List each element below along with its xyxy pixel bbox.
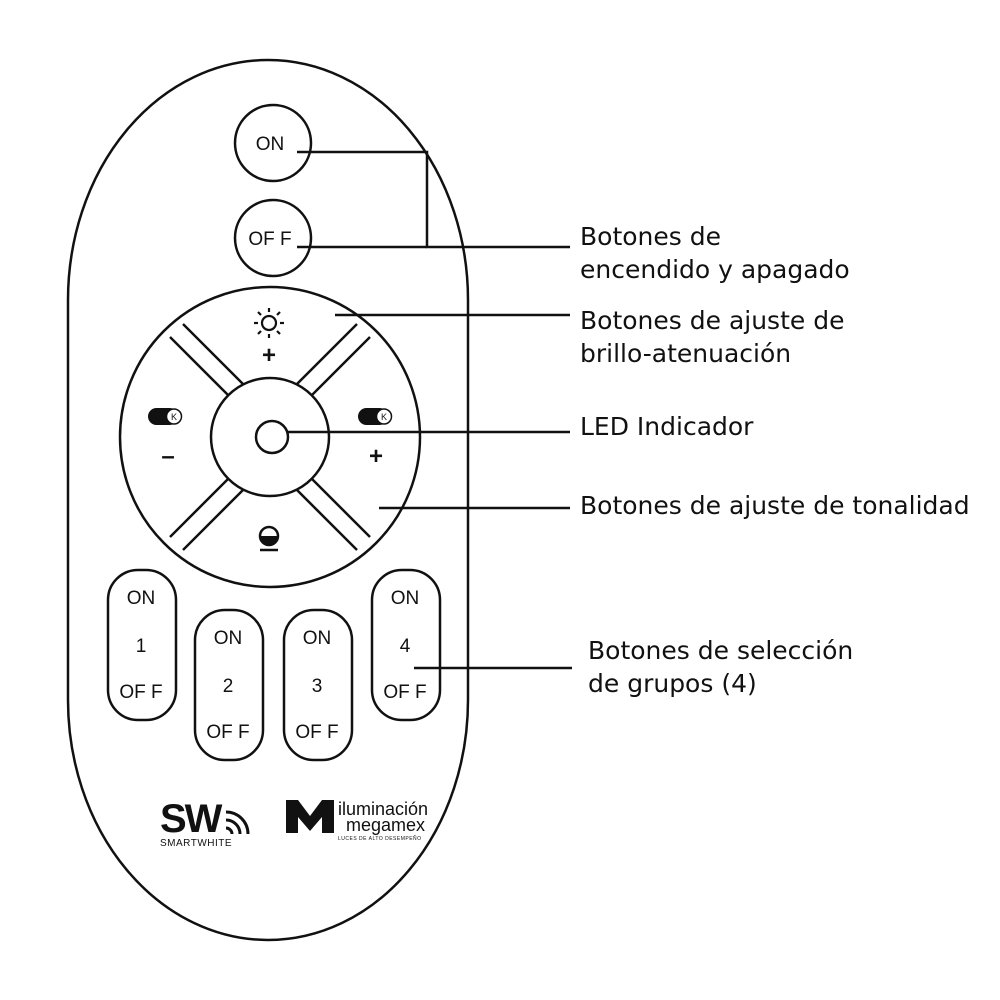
svg-text:3: 3 <box>312 676 323 697</box>
svg-text:ON: ON <box>391 588 420 609</box>
svg-text:K: K <box>381 412 387 422</box>
off-button[interactable]: OF F <box>233 198 313 278</box>
annotation-led: LED Indicador <box>580 410 753 443</box>
annotation-brightness: Botones de ajuste de brillo-atenuación <box>580 304 844 370</box>
brightness-down-button[interactable] <box>258 525 280 552</box>
svg-text:OF F: OF F <box>119 682 162 703</box>
svg-text:ON: ON <box>256 134 285 155</box>
leader-lines <box>288 150 572 670</box>
annotation-brightness-line2: brillo-atenuación <box>580 339 792 368</box>
dim-icon <box>258 525 280 552</box>
annotation-groups-line1: Botones de selección <box>588 636 854 665</box>
svg-text:OF F: OF F <box>295 722 338 743</box>
megamex-m-icon <box>286 800 334 833</box>
plus-sign: + <box>369 443 383 470</box>
annotation-led-text: LED Indicador <box>580 412 754 441</box>
svg-text:megamex: megamex <box>346 815 425 835</box>
color-temperature-icon: K <box>148 408 183 425</box>
led-indicator <box>254 419 290 455</box>
svg-text:LUCES DE ALTO DESEMPEÑO: LUCES DE ALTO DESEMPEÑO <box>338 835 422 842</box>
svg-text:OF F: OF F <box>383 682 426 703</box>
dial-separators <box>169 323 371 551</box>
wifi-icon <box>225 810 250 835</box>
svg-text:4: 4 <box>400 636 411 657</box>
group-button-3[interactable]: ON 3 OF F <box>282 608 354 762</box>
smartwhite-logo: SW SMARTWHITE <box>160 797 250 849</box>
color-temperature-icon: K <box>358 408 393 425</box>
annotation-groups: Botones de selección de grupos (4) <box>588 634 853 700</box>
svg-text:ON: ON <box>127 588 156 609</box>
minus-sign: – <box>161 443 174 470</box>
on-button[interactable]: ON <box>233 103 313 183</box>
svg-text:ON: ON <box>303 628 332 649</box>
annotation-groups-line2: de grupos (4) <box>588 669 757 698</box>
svg-text:iluminación: iluminación <box>338 799 428 819</box>
svg-text:OF F: OF F <box>206 722 249 743</box>
annotation-power-line1: Botones de <box>580 222 721 251</box>
sun-icon <box>254 308 284 338</box>
group-button-4[interactable]: ON 4 OF F <box>370 568 442 722</box>
leader-power <box>297 150 570 249</box>
svg-text:ON: ON <box>214 628 243 649</box>
svg-text:SW: SW <box>160 797 223 841</box>
plus-sign: + <box>262 342 276 369</box>
annotation-power-line2: encendido y apagado <box>580 255 850 284</box>
group-button-1[interactable]: ON 1 OF F <box>106 568 178 722</box>
tone-up-button[interactable]: K + <box>358 408 393 470</box>
megamex-logo: iluminación megamex LUCES DE ALTO DESEMP… <box>286 799 428 842</box>
brightness-up-button[interactable]: + <box>254 308 284 369</box>
annotation-tone-text: Botones de ajuste de tonalidad <box>580 491 970 520</box>
svg-text:OF F: OF F <box>248 229 291 250</box>
svg-text:SMARTWHITE: SMARTWHITE <box>160 838 232 849</box>
control-dial: + K – K + <box>118 285 422 589</box>
annotation-brightness-line1: Botones de ajuste de <box>580 306 845 335</box>
svg-text:K: K <box>171 412 177 422</box>
group-button-2[interactable]: ON 2 OF F <box>193 608 265 762</box>
annotation-tone: Botones de ajuste de tonalidad <box>580 489 970 522</box>
svg-text:1: 1 <box>136 636 147 657</box>
svg-text:2: 2 <box>223 676 234 697</box>
tone-down-button[interactable]: K – <box>148 408 183 470</box>
annotation-power: Botones de encendido y apagado <box>580 220 850 286</box>
